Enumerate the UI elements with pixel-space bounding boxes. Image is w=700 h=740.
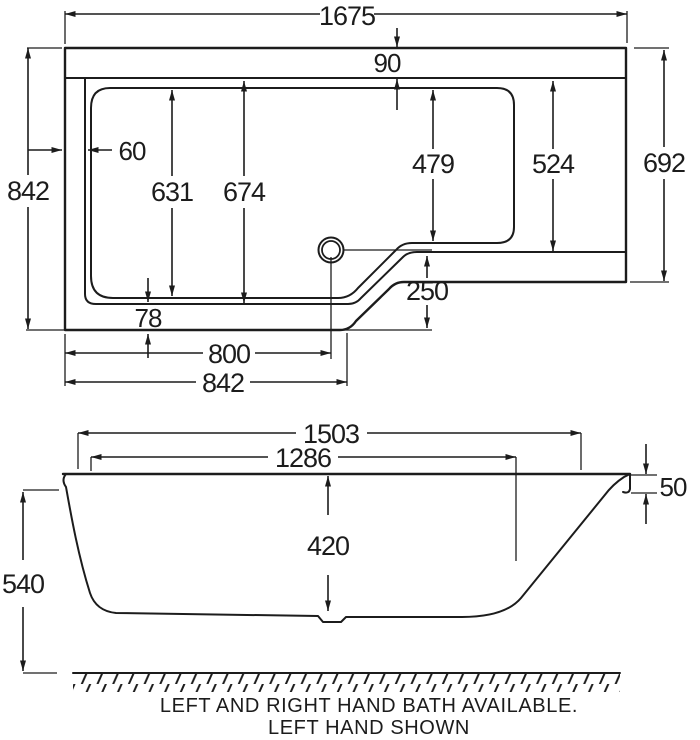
caption: LEFT AND RIGHT HAND BATH AVAILABLE. LEFT… <box>160 695 578 739</box>
dim-basin-depth-631: 631 <box>151 90 194 296</box>
dim-waste-centre: 800 <box>65 339 331 369</box>
dim-bottom-rim: 78 <box>135 278 163 358</box>
dim-basin-depth-631-label: 631 <box>151 177 193 207</box>
dim-basin-depth-479-label: 479 <box>412 149 454 179</box>
dim-overall-length: 1675 <box>65 1 627 31</box>
caption-line1: LEFT AND RIGHT HAND BATH AVAILABLE. <box>160 695 578 717</box>
dim-left-rim-label: 60 <box>119 136 146 166</box>
dim-internal-depth: 420 <box>307 476 350 611</box>
plan-extension-lines <box>26 11 669 386</box>
dim-rim-length-label: 1503 <box>303 419 359 449</box>
dim-step-depth-label: 250 <box>406 276 448 306</box>
dim-internal-length: 1286 <box>91 443 516 473</box>
dim-shower-section: 842 <box>65 368 347 398</box>
dim-right-depth: 692 <box>643 50 686 281</box>
dim-right-depth-label: 692 <box>643 148 685 178</box>
dim-basin-depth-674-label: 674 <box>223 177 266 207</box>
dim-overall-height-label: 540 <box>2 569 44 599</box>
dim-rim-edge-label: 50 <box>660 472 687 502</box>
dim-left-depth-label: 842 <box>7 176 49 206</box>
side-rim-right-edge <box>622 473 631 494</box>
dim-top-rim: 90 <box>374 28 402 110</box>
dim-left-rim: 60 <box>28 136 147 166</box>
caption-line2: LEFT HAND SHOWN <box>268 717 470 739</box>
dim-basin-depth-524-label: 524 <box>532 149 575 179</box>
dim-top-rim-label: 90 <box>374 48 401 78</box>
dim-overall-height: 540 <box>2 492 45 671</box>
dim-left-depth: 842 <box>7 48 50 329</box>
side-view: 1503 1286 420 540 50 <box>2 419 688 692</box>
dim-basin-depth-524: 524 <box>532 81 576 251</box>
plan-rim-lip <box>84 78 626 305</box>
dim-waste-centre-label: 800 <box>208 339 250 369</box>
dim-bottom-rim-label: 78 <box>135 303 162 333</box>
floor-hatch <box>72 672 621 692</box>
dim-overall-length-label: 1675 <box>319 1 375 31</box>
side-tub-profile <box>62 473 631 623</box>
dim-basin-depth-479: 479 <box>412 90 455 241</box>
dim-rim-length: 1503 <box>78 419 581 449</box>
dim-step-depth: 250 <box>406 256 449 328</box>
dim-internal-depth-label: 420 <box>307 531 349 561</box>
dim-basin-depth-674: 674 <box>223 81 267 303</box>
plan-outer-outline <box>63 46 628 332</box>
dim-shower-section-label: 842 <box>202 368 244 398</box>
plan-view: 1675 842 692 90 60 631 <box>7 1 686 398</box>
dim-rim-edge: 50 <box>643 444 688 524</box>
dim-internal-length-label: 1286 <box>275 443 331 473</box>
